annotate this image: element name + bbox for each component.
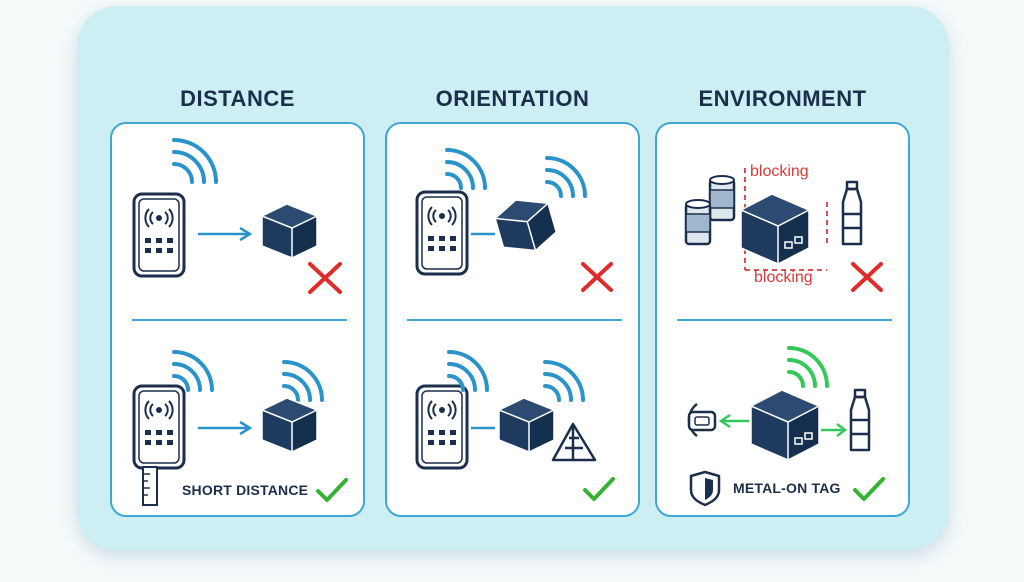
package-box-icon (261, 397, 318, 453)
metal-cans-icon (684, 175, 736, 246)
signal-waves-icon (447, 350, 489, 392)
antenna-tag-icon (551, 422, 597, 462)
arrow-left-icon (718, 413, 749, 429)
arrow-right-icon (198, 226, 253, 242)
blocking-label-top: blocking (750, 163, 809, 180)
card-distance: SHORT DISTANCE (110, 122, 365, 517)
tilted-package-box-icon (494, 199, 558, 252)
check-icon (583, 477, 615, 501)
package-box-icon (740, 193, 810, 265)
package-box-icon (750, 389, 820, 461)
metal-on-tag-caption: METAL-ON TAG (733, 480, 841, 496)
check-icon (316, 478, 348, 502)
signal-waves-icon (172, 138, 218, 184)
blocking-label-bottom: blocking (754, 269, 813, 286)
package-box-icon (498, 397, 555, 453)
card-orientation (385, 122, 640, 517)
metal-tag-icon (687, 403, 717, 437)
cross-icon (851, 262, 883, 292)
arrow-right-icon (198, 420, 253, 436)
rfid-reader-icon (415, 190, 469, 276)
shield-icon (689, 470, 721, 507)
column-title-orientation: ORIENTATION (435, 86, 590, 111)
short-distance-caption: SHORT DISTANCE (182, 482, 309, 498)
signal-waves-icon (282, 360, 324, 402)
signal-waves-icon (445, 148, 487, 190)
package-box-icon (261, 203, 318, 259)
cross-icon (308, 262, 342, 294)
rfid-reader-icon (132, 384, 186, 470)
signal-waves-icon (172, 350, 214, 392)
column-title-distance: DISTANCE (180, 86, 295, 111)
arrow-right-icon (821, 423, 848, 437)
card-environment: blocking blocking METAL-ON TAG (655, 122, 910, 517)
signal-waves-icon (543, 360, 585, 402)
check-icon (853, 477, 885, 501)
blocking-dashed-line (744, 168, 828, 271)
water-bottle-icon (849, 388, 871, 452)
ruler-icon (142, 466, 158, 506)
signal-waves-good-icon (787, 346, 829, 388)
cross-icon (581, 262, 613, 292)
water-bottle-icon (841, 180, 863, 246)
rfid-reader-icon (415, 384, 469, 470)
column-title-environment: ENVIRONMENT (698, 86, 867, 111)
rfid-reader-icon (132, 192, 186, 278)
signal-waves-icon (545, 156, 587, 198)
